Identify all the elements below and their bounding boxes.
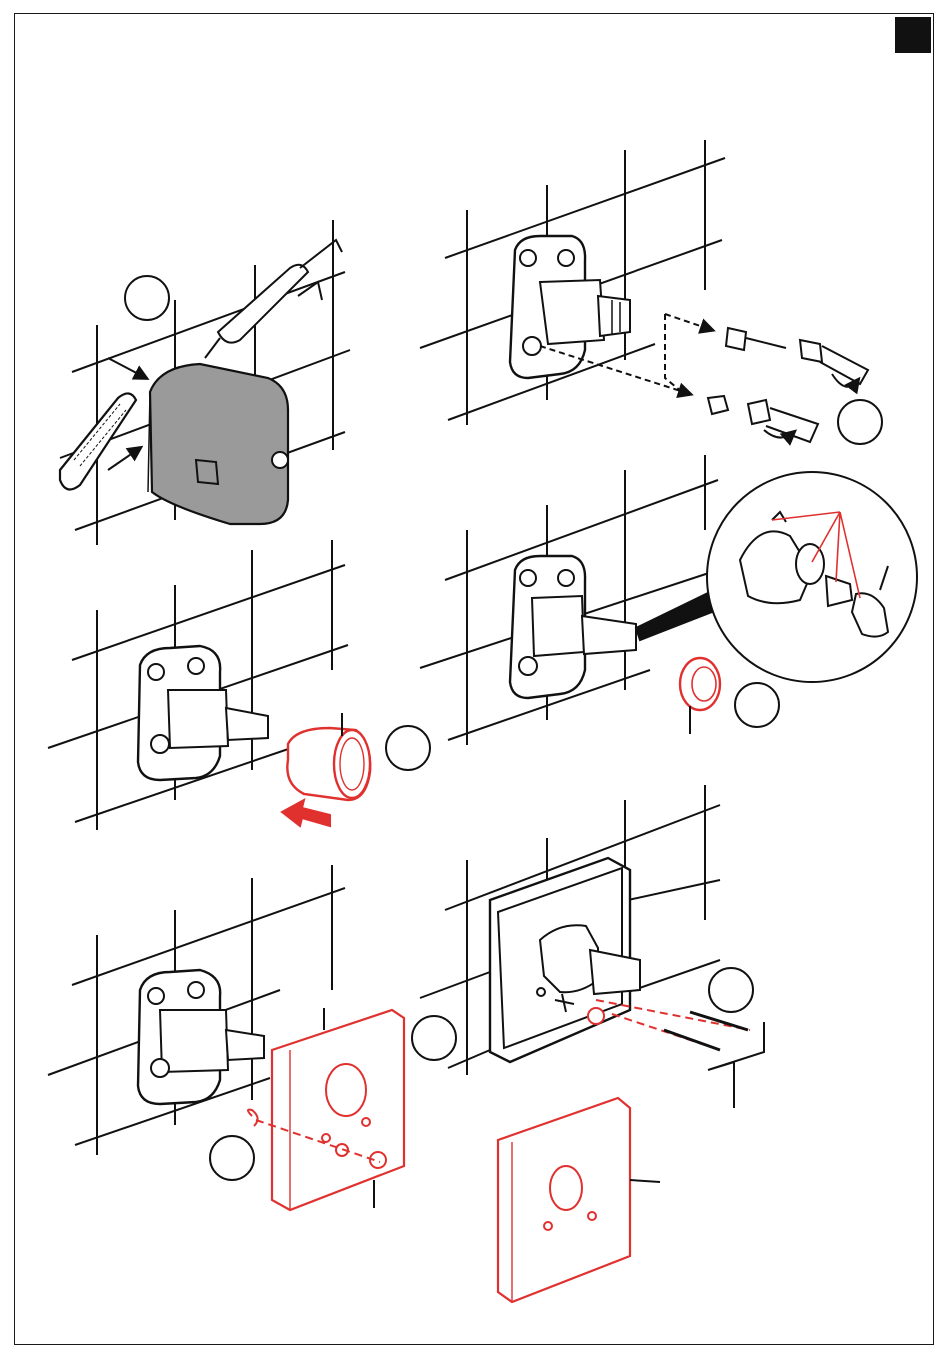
step-1-illustration — [60, 220, 350, 545]
cover-plate — [498, 1098, 630, 1302]
step-3-illustration — [48, 540, 430, 830]
step-4-illustration — [420, 455, 917, 745]
step-2-illustration — [420, 140, 882, 444]
step-1-callout-circle — [125, 276, 169, 320]
step-5-callout-circle — [210, 1136, 254, 1180]
step-6-illustration — [412, 785, 764, 1302]
step-3-callout-circle — [386, 726, 430, 770]
sleeve-icon — [287, 728, 370, 800]
arrow-icon — [282, 800, 330, 826]
wall-plate-icon — [272, 1010, 404, 1210]
step-6b-callout-circle — [412, 1016, 456, 1060]
cartridge-part — [726, 328, 868, 387]
step-6-callout-circle — [709, 968, 753, 1012]
step-4-callout-circle — [735, 683, 779, 727]
plaster-gun-icon — [205, 240, 342, 358]
bushing-part — [708, 396, 818, 442]
clip-icon — [248, 1110, 258, 1126]
step-2-callout-circle — [838, 400, 882, 444]
step-5-illustration — [48, 865, 404, 1210]
nut-part — [680, 658, 720, 710]
